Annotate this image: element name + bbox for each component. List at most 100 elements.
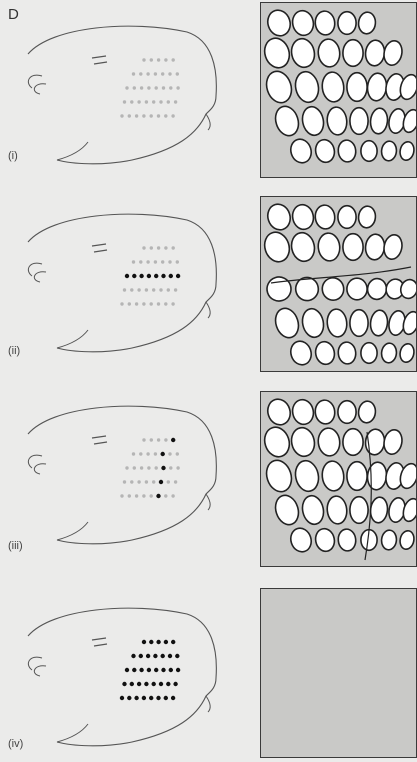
- barrel: [272, 492, 302, 527]
- whisker-dot: [166, 682, 170, 686]
- barrel: [367, 278, 388, 301]
- whisker-dot: [149, 640, 153, 644]
- barrel: [381, 342, 398, 363]
- barrel: [317, 38, 341, 68]
- whisker-dot: [130, 480, 133, 483]
- whisker-dot: [159, 480, 163, 484]
- whisker-dot: [132, 274, 136, 278]
- barrel: [272, 103, 302, 138]
- whisker-dot: [161, 668, 165, 672]
- barrel: [290, 9, 315, 38]
- row-label-iv: (iv): [8, 738, 23, 750]
- whisker-dot: [172, 58, 175, 61]
- eye-mark: [92, 56, 107, 64]
- whisker-dot: [139, 260, 142, 263]
- whisker-dot: [164, 114, 167, 117]
- whisker-dot: [146, 452, 149, 455]
- whisker-dot: [135, 114, 138, 117]
- barrel: [326, 308, 348, 338]
- whisker-dot: [176, 668, 180, 672]
- barrel: [366, 461, 388, 490]
- whisker-dot: [150, 302, 153, 305]
- barrel: [314, 527, 337, 553]
- whisker-dot: [127, 696, 131, 700]
- whisker-dot: [169, 274, 173, 278]
- whisker-dot: [140, 466, 143, 469]
- barrel-field-iv: [260, 588, 417, 758]
- barrel: [314, 399, 336, 425]
- whisker-dot: [150, 438, 153, 441]
- barrel: [338, 12, 356, 35]
- whisker-dot: [146, 260, 149, 263]
- whisker-dot: [149, 696, 153, 700]
- snout-outline: [28, 214, 216, 352]
- whisker-dot: [164, 640, 168, 644]
- ear-outline: [28, 657, 46, 676]
- barrel: [293, 70, 322, 105]
- whisker-dot: [161, 466, 165, 470]
- whisker-dot: [145, 480, 148, 483]
- barrel: [290, 398, 315, 427]
- whisker-dot: [125, 274, 129, 278]
- whisker-dot: [130, 288, 133, 291]
- whisker-dot: [147, 86, 150, 89]
- whisker-dot: [120, 494, 123, 497]
- whisker-dot: [155, 466, 158, 469]
- barrel: [358, 400, 377, 423]
- whisker-dot: [139, 72, 142, 75]
- whisker-dot: [122, 682, 126, 686]
- whisker-dot: [132, 72, 135, 75]
- barrel: [261, 424, 293, 460]
- barrel: [293, 459, 322, 494]
- whisker-dot: [125, 466, 128, 469]
- barrel: [317, 232, 341, 262]
- whisker-dot: [159, 682, 163, 686]
- whisker-dot: [167, 288, 170, 291]
- whisker-dot: [157, 114, 160, 117]
- snout-diagram-iii: [12, 390, 244, 560]
- whisker-dot: [176, 260, 179, 263]
- whisker-dot: [171, 494, 174, 497]
- whisker-dot: [130, 100, 133, 103]
- whisker-dot: [139, 668, 143, 672]
- whisker-dot: [174, 100, 177, 103]
- barrel: [338, 401, 356, 424]
- barrel-map-iii: [261, 392, 417, 567]
- whisker-dot: [162, 86, 165, 89]
- barrel: [261, 35, 293, 71]
- snout-outline: [28, 406, 216, 544]
- whisker-dot: [159, 288, 162, 291]
- barrel: [300, 494, 326, 526]
- whisker-dot: [161, 72, 164, 75]
- barrel: [289, 231, 317, 264]
- ear-outline: [28, 75, 46, 94]
- snout-outline: [28, 26, 216, 164]
- whisker-dot: [161, 452, 165, 456]
- barrel: [337, 528, 357, 551]
- whisker-dot: [142, 640, 146, 644]
- whisker-dot: [144, 682, 148, 686]
- whisker-dot: [171, 640, 175, 644]
- whisker-dot: [146, 654, 150, 658]
- whisker-dot: [131, 654, 135, 658]
- row-label-ii: (ii): [8, 345, 20, 357]
- whisker-dot: [171, 302, 174, 305]
- barrel: [314, 138, 337, 164]
- barrel-map-ii: [261, 197, 417, 372]
- whisker-dot: [174, 480, 177, 483]
- whisker-dot: [134, 696, 138, 700]
- barrel: [350, 108, 368, 135]
- barrel: [263, 457, 296, 495]
- barrel: [326, 495, 348, 525]
- barrel: [398, 342, 415, 363]
- whisker-dot: [171, 696, 175, 700]
- whisker-dot: [164, 494, 167, 497]
- whisker-dot: [132, 260, 135, 263]
- whisker-dot: [176, 466, 179, 469]
- barrel-map-iv: [261, 589, 417, 758]
- barrel: [343, 40, 363, 67]
- whisker-dot: [159, 100, 162, 103]
- whisker-dot: [161, 274, 165, 278]
- barrel-field-ii: [260, 196, 417, 372]
- barrel: [314, 10, 336, 36]
